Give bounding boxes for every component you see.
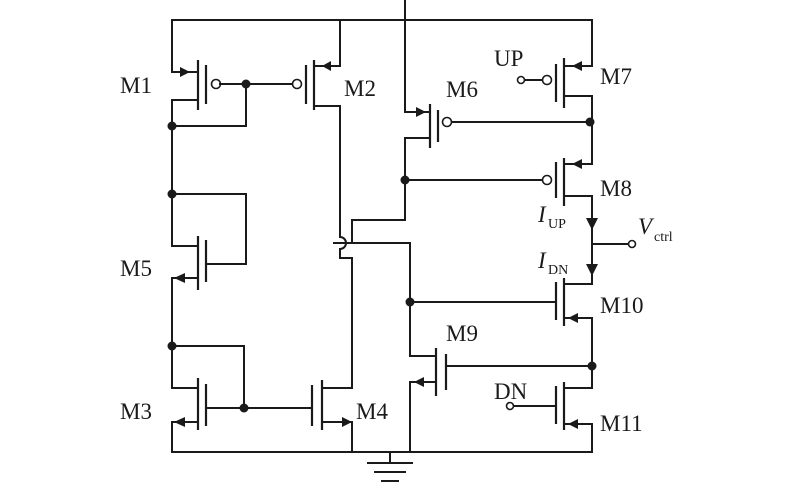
transistor-m3 — [171, 345, 208, 453]
label-iup: I UP — [537, 202, 566, 232]
crossover-wire — [333, 219, 411, 244]
label-m6: M6 — [446, 77, 478, 102]
transistor-m11 — [554, 382, 593, 453]
transistor-m2 — [291, 19, 347, 259]
transistor-m1 — [171, 19, 222, 127]
m3-m4-gate-connection — [171, 345, 311, 409]
label-m5: M5 — [120, 256, 152, 281]
label-m10: M10 — [600, 293, 643, 318]
dn-input-terminal — [505, 401, 555, 411]
label-m1: M1 — [120, 73, 152, 98]
m1-diode-connection — [171, 83, 293, 127]
label-idn: I DN — [537, 248, 568, 278]
label-vctrl-symbol: V — [638, 214, 655, 239]
m5-gate-connection — [171, 193, 247, 265]
transistor-m4 — [310, 257, 353, 453]
label-iup-subscript: UP — [548, 217, 566, 232]
junction-dots — [167, 79, 597, 413]
label-m4: M4 — [356, 399, 388, 424]
label-dn-input: DN — [494, 379, 528, 404]
label-vctrl-subscript: ctrl — [654, 230, 673, 245]
transistor-m8 — [541, 158, 593, 245]
label-m2: M2 — [344, 76, 376, 101]
label-m9: M9 — [446, 321, 478, 346]
up-input-terminal — [516, 75, 543, 85]
vctrl-output-terminal — [591, 239, 637, 249]
label-idn-symbol: I — [537, 248, 547, 273]
transistor-m7 — [541, 19, 593, 165]
label-m11: M11 — [600, 411, 643, 436]
transistor-m9 — [409, 242, 448, 453]
label-vctrl: V ctrl — [638, 214, 673, 245]
transistor-m10 — [554, 278, 593, 389]
label-m3: M3 — [120, 399, 152, 424]
iup-current-arrow — [586, 218, 598, 230]
label-idn-subscript: DN — [548, 263, 568, 278]
idn-current-arrow — [586, 243, 598, 285]
label-m7: M7 — [600, 64, 632, 89]
label-iup-symbol: I — [537, 202, 547, 227]
transistor-m5 — [171, 193, 208, 347]
label-up-input: UP — [494, 46, 523, 71]
ground-icon — [367, 451, 413, 482]
transistor-m6 — [404, 19, 453, 221]
label-m8: M8 — [600, 176, 632, 201]
